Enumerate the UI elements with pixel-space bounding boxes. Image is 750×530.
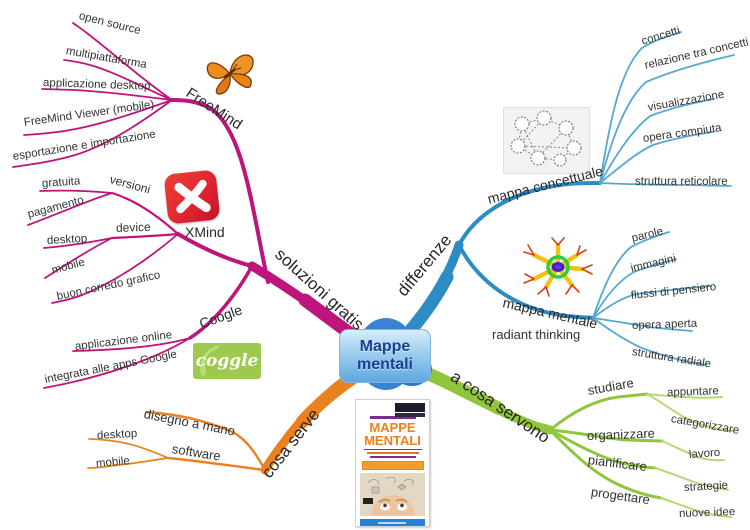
concept-map-thumbnail (503, 107, 590, 174)
xmind-logo-icon (163, 169, 221, 225)
book-authors-line (369, 416, 416, 419)
center-node-title-line1: Mappe (359, 338, 411, 355)
node-appuntare[interactable]: appuntare (666, 385, 719, 399)
book-subtitle-line (366, 452, 419, 454)
book-bottom-bar (360, 519, 425, 527)
freemind-butterfly-icon (203, 47, 257, 104)
node-lavoro[interactable]: lavoro (688, 446, 721, 461)
book-orange-box (361, 460, 424, 471)
radial-map-thumbnail (516, 235, 600, 299)
book-photo (360, 473, 425, 517)
node-gratuita[interactable]: gratuita (41, 175, 81, 190)
center-node[interactable]: Mappe mentali (339, 329, 431, 383)
book-barcode (363, 498, 373, 505)
node-organizzare[interactable]: organizzare (586, 425, 656, 443)
node-radiant-thinking[interactable]: radiant thinking (492, 327, 581, 342)
coggle-logo: coggle (193, 343, 261, 379)
center-node-title-line2: mentali (356, 356, 413, 373)
node-software-desktop[interactable]: desktop (96, 427, 138, 442)
node-struttura-reticolare[interactable]: struttura reticolare (635, 176, 728, 188)
node-xmind-desktop[interactable]: desktop (46, 232, 88, 247)
coggle-logo-text: coggle (195, 351, 259, 371)
node-device[interactable]: device (115, 219, 151, 235)
node-opera-aperta[interactable]: opera aperta (631, 317, 698, 332)
book-title-line2: MENTALI (364, 432, 421, 448)
book-cover: MAPPE MENTALI (355, 399, 430, 527)
node-strategie[interactable]: strategie (683, 479, 729, 494)
book-subtitle-line (363, 448, 422, 451)
node-nuove-idee[interactable]: nuove idee (678, 506, 736, 520)
book-subtitle-line (369, 455, 416, 458)
node-xmind[interactable]: XMind (185, 224, 225, 240)
book-publisher-badge (395, 403, 425, 417)
book-title-line1: MAPPE (369, 419, 416, 435)
